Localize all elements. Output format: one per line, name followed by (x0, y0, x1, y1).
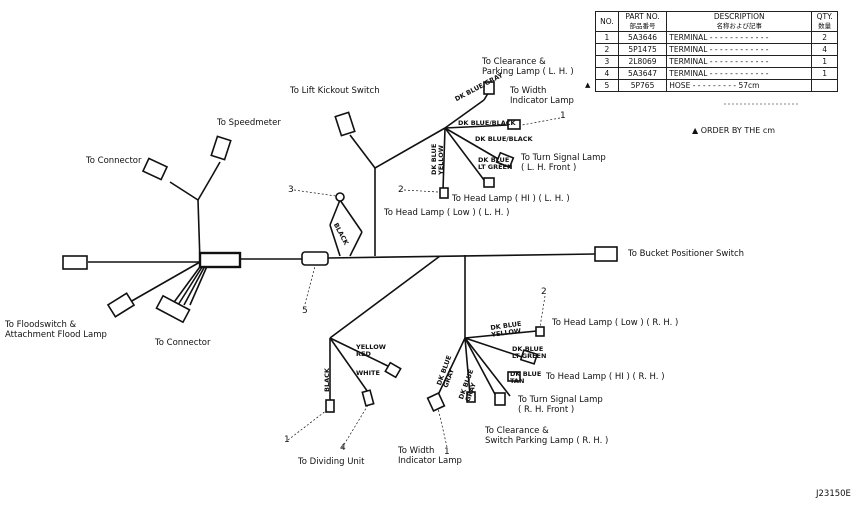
row-no: ▲5 (585, 79, 619, 92)
wire-label-black-bottom: BLACK (323, 368, 331, 392)
order-note: ▲ ORDER BY THE cm (692, 126, 775, 135)
label-turn-signal-lh: To Turn Signal Lamp ( L. H. Front ) (521, 153, 606, 173)
col-no-header: NO. (595, 11, 619, 32)
table-row: 2 5P1475 TERMINAL - - - - - - - - - - - … (595, 43, 838, 56)
label-width-rh: To Width Indicator Lamp (398, 446, 462, 466)
row-description-text: TERMINAL (669, 69, 708, 78)
callout-1-left: 1 (284, 435, 290, 445)
row-qty (811, 79, 838, 92)
row-no: 2 (595, 43, 619, 56)
wire-label-white: WHITE (356, 369, 380, 377)
row-no: 4 (595, 67, 619, 80)
col-qty-header: QTY.数量 (811, 11, 838, 32)
row-description-text: TERMINAL (669, 45, 708, 54)
label-head-lamp-hi-lh: To Head Lamp ( HI ) ( L. H. ) (452, 194, 570, 204)
label-lift-kickout: To Lift Kickout Switch (290, 86, 380, 96)
row-description: HOSE - - - - - - - - - 57cm (666, 79, 813, 92)
row-qty: 1 (811, 67, 838, 80)
label-speedometer: To Speedmeter (217, 118, 281, 128)
label-head-lamp-low-rh: To Head Lamp ( Low ) ( R. H. ) (552, 318, 679, 328)
wire-label-dk-blue-tan: DK BLUE TAN (510, 370, 542, 385)
wire-label-dk-blue-black-2: DK BLUE/BLACK (475, 135, 533, 143)
row-part-no: 5A3646 (617, 31, 668, 44)
label-width-lh: To Width Indicator Lamp (510, 86, 574, 106)
row-description: TERMINAL - - - - - - - - - - - - (666, 43, 813, 56)
col-description-label: DESCRIPTION (713, 12, 765, 21)
row-qty: 1 (811, 55, 838, 68)
col-qty-label: QTY. (816, 12, 833, 21)
callout-1-lower: 1 (444, 447, 450, 457)
row-part-no: 5A3647 (617, 67, 668, 80)
callout-2-lower: 2 (541, 287, 547, 297)
wire-label-dk-blue-black-1: DK BLUE/BLACK (458, 119, 516, 127)
row-description: TERMINAL - - - - - - - - - - - - (666, 31, 813, 44)
triangle-marker-icon: ▲ (692, 126, 699, 135)
row-part-no: 5P765 (617, 79, 668, 92)
triangle-marker-icon: ▲ (585, 81, 591, 89)
row-description-text: HOSE (669, 81, 691, 90)
label-head-lamp-hi-rh: To Head Lamp ( HI ) ( R. H. ) (546, 372, 665, 382)
callout-5: 5 (302, 306, 308, 316)
label-clearance-rh: To Clearance & Switch Parking Lamp ( R. … (485, 426, 609, 446)
row-qty: 2 (811, 31, 838, 44)
row-description: TERMINAL - - - - - - - - - - - - (666, 67, 813, 80)
col-part-no-jp-label: 部品番号 (629, 22, 656, 30)
figure-number: J23150E (816, 489, 851, 499)
col-description-jp-label: 名称および記事 (716, 22, 763, 30)
row-description-text: TERMINAL (669, 57, 708, 66)
wire-label-dk-blue-lt-green-r: DK BLUE LT GREEN (512, 345, 547, 360)
label-connector-top: To Connector (86, 156, 142, 166)
callout-2-upper: 2 (398, 185, 404, 195)
label-dividing-unit: To Dividing Unit (298, 457, 365, 467)
label-connector-bottom: To Connector (155, 338, 211, 348)
col-part-no-header: PART NO.部品番号 (617, 11, 668, 32)
label-clearance-lh: To Clearance & Parking Lamp ( L. H. ) (482, 57, 574, 77)
table-row: 1 5A3646 TERMINAL - - - - - - - - - - - … (595, 31, 838, 44)
row-part-no: 5P1475 (617, 43, 668, 56)
table-row: 3 2L8069 TERMINAL - - - - - - - - - - - … (595, 55, 838, 68)
row-description-text: TERMINAL (669, 33, 708, 42)
row-qty: 4 (811, 43, 838, 56)
row-part-no: 2L8069 (617, 55, 668, 68)
order-note-text: ORDER BY THE cm (700, 126, 776, 135)
col-no-label: NO. (600, 17, 614, 26)
row-extra: 57cm (738, 81, 760, 90)
row-no: 1 (595, 31, 619, 44)
row-no-text: 5 (604, 81, 610, 90)
label-bucket-positioner: To Bucket Positioner Switch (628, 249, 745, 259)
callout-3: 3 (288, 185, 294, 195)
table-row: ▲5 5P765 HOSE - - - - - - - - - 57cm (585, 79, 838, 92)
callout-4: 4 (340, 443, 346, 453)
callout-1-upper: 1 (560, 111, 566, 121)
label-head-lamp-low-lh: To Head Lamp ( Low ) ( L. H. ) (384, 208, 510, 218)
wire-label-dk-blue-yellow: DK BLUE YELLOW (430, 143, 445, 175)
label-floodswitch: To Floodswitch & Attachment Flood Lamp (5, 320, 107, 340)
label-turn-signal-rh: To Turn Signal Lamp ( R. H. Front ) (518, 395, 603, 415)
wire-label-yellow-red: YELLOW RED (356, 343, 386, 358)
col-part-no-label: PART NO. (625, 12, 660, 21)
row-description: TERMINAL - - - - - - - - - - - - (666, 55, 813, 68)
col-qty-jp-label: 数量 (818, 22, 832, 30)
wire-label-dk-blue-lt-green: DK BLUE LT GREEN (478, 156, 513, 171)
row-no: 3 (595, 55, 619, 68)
table-row: 4 5A3647 TERMINAL - - - - - - - - - - - … (595, 67, 838, 80)
